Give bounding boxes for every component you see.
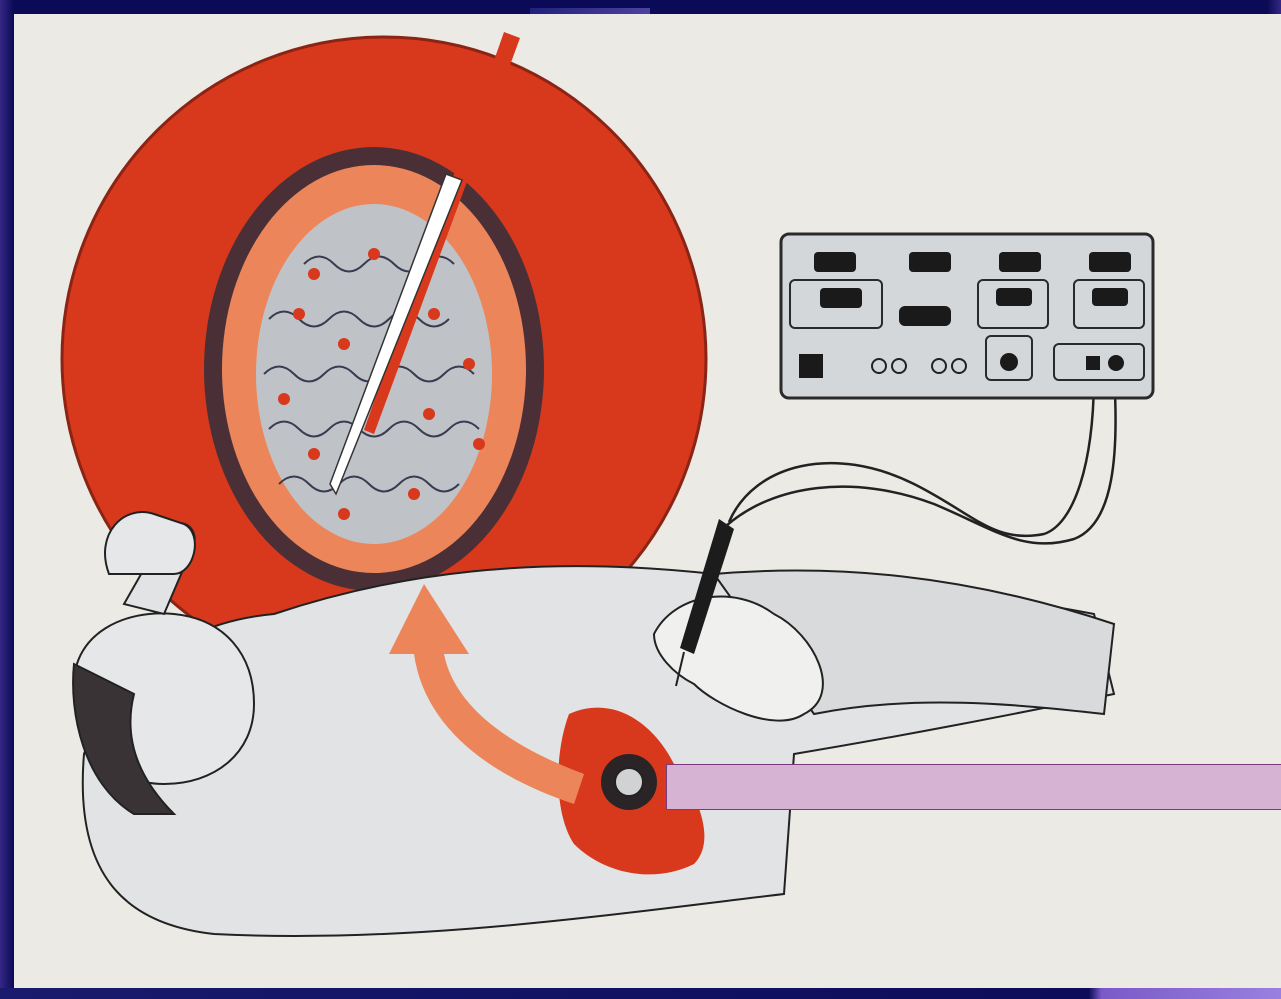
rf-ablation-illustration: [14, 14, 1281, 988]
frame-bottom-bar: [0, 988, 1281, 999]
caption-box: [666, 764, 1281, 810]
electrosurgical-generator: [781, 234, 1153, 398]
slide-canvas: [14, 14, 1281, 988]
